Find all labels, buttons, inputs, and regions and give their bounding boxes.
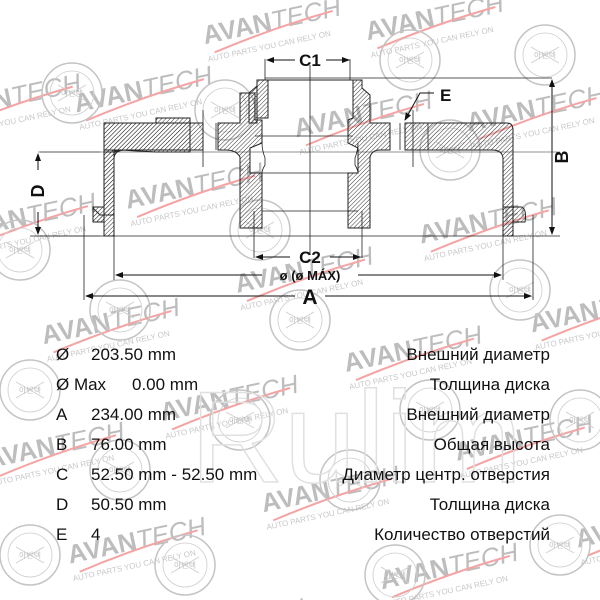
spec-row-diameter: Ø 203.50 mm Внешний диаметр — [0, 345, 600, 369]
spec-key: Ø Max — [56, 375, 107, 394]
spec-row-c: C 52.50 mm - 52.50 mm Диаметр центр. отв… — [0, 465, 600, 489]
spec-description: Внешний диаметр — [406, 345, 550, 364]
spec-key: E — [56, 525, 68, 544]
spec-value: 76.00 mm — [91, 435, 167, 454]
spec-row-d: D 50.50 mm Толщина диска — [0, 495, 600, 519]
spec-value: 52.50 mm - 52.50 mm — [91, 465, 258, 484]
spec-key: D — [56, 495, 69, 514]
spec-description: Толщина диска — [429, 375, 550, 394]
spec-row-e: E 4 Количество отверстий — [0, 525, 600, 549]
spec-row-a: A 234.00 mm Внешний диаметр — [0, 405, 600, 429]
spec-key: A — [56, 405, 68, 424]
spec-value: 234.00 mm — [91, 405, 177, 424]
spec-description: Диаметр центр. отверстия — [342, 465, 550, 484]
spec-key: C — [56, 465, 69, 484]
spec-value: 50.50 mm — [91, 495, 167, 514]
spec-description: Внешний диаметр — [406, 405, 550, 424]
spec-row-b: B 76.00 mm Общая высота — [0, 435, 600, 459]
spec-description: Толщина диска — [429, 495, 550, 514]
spec-row-diameter-max: Ø Max 0.00 mm Толщина диска — [0, 375, 600, 399]
spec-description: Общая высота — [433, 435, 550, 454]
spec-value: 203.50 mm — [91, 345, 177, 364]
spec-key: Ø — [56, 345, 70, 364]
spec-value: 4 — [91, 525, 101, 544]
spec-value: 0.00 mm — [132, 375, 199, 394]
spec-key: B — [56, 435, 68, 454]
spec-description: Количество отверстий — [374, 525, 550, 544]
